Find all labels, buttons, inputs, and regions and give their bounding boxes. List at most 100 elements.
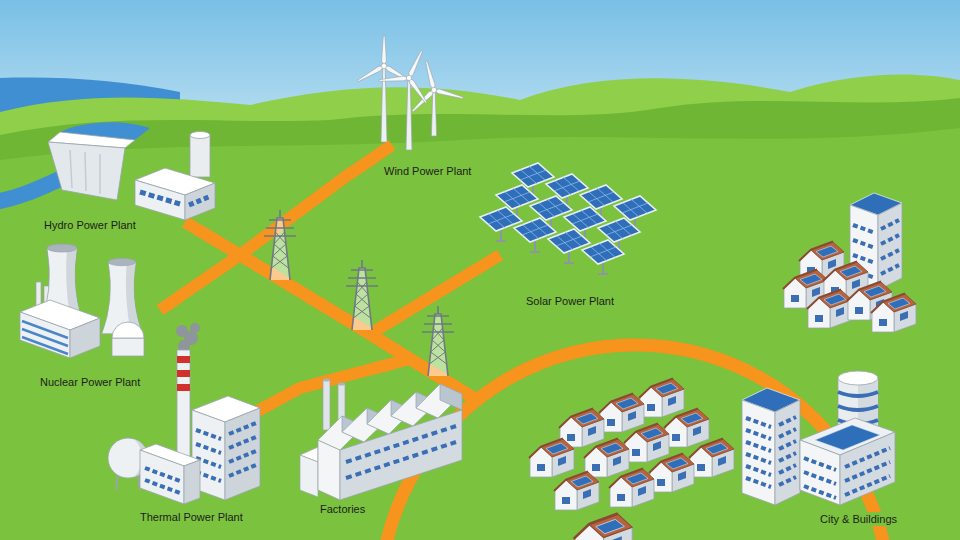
residential-buildings <box>878 203 902 290</box>
thermal-plant <box>229 423 256 476</box>
wind-turbines <box>431 90 436 136</box>
power-plant: Nuclear Power Plant <box>16 238 176 389</box>
city-buildings <box>746 418 771 487</box>
residential-buildings <box>881 220 899 274</box>
factory-buildings <box>416 384 462 418</box>
solar-panels <box>548 229 590 263</box>
city-buildings <box>800 440 840 505</box>
solar-panels <box>480 163 656 274</box>
thermal-plant <box>177 370 190 377</box>
pylons <box>422 306 454 376</box>
nuclear-plant <box>102 258 142 333</box>
power-plant: Hydro Power Plant <box>38 118 218 232</box>
power-line <box>176 255 738 400</box>
factory-buildings <box>440 384 462 410</box>
residential-buildings <box>783 193 916 332</box>
wind-turbines <box>377 39 446 105</box>
nuclear-plant <box>20 244 144 358</box>
city-buildings <box>779 417 796 485</box>
wind-turbines <box>406 78 412 150</box>
hydro-plant <box>190 132 210 139</box>
hydro-plant <box>48 142 125 200</box>
hydro-plant <box>48 122 215 220</box>
plant-label: Factories <box>318 502 367 516</box>
houses <box>689 439 734 478</box>
wind-turbines <box>357 36 465 150</box>
thermal-plant <box>184 460 200 504</box>
city-site: City & Buildings <box>738 362 930 526</box>
city-buildings <box>742 400 775 505</box>
residential-buildings <box>807 290 852 329</box>
factory-buildings <box>300 455 318 497</box>
factory-buildings <box>300 379 462 501</box>
ground <box>0 128 960 540</box>
power-line <box>240 172 738 400</box>
pylons <box>346 260 378 330</box>
solar-panels <box>480 207 522 241</box>
plant-label: Solar Power Plant <box>524 294 616 308</box>
hydro-plant <box>140 192 180 204</box>
power-plant: Thermal Power Plant <box>110 390 265 524</box>
far-hills <box>0 74 960 540</box>
plant-label: City & Buildings <box>818 512 899 526</box>
solar-panels <box>582 240 624 274</box>
power-line <box>468 345 738 407</box>
houses <box>639 379 684 418</box>
wind-turbines <box>400 54 465 114</box>
hydro-plant <box>190 135 210 177</box>
thermal-plant <box>225 408 260 500</box>
city-buildings <box>840 432 895 505</box>
hydro-plant <box>70 150 100 194</box>
hydro-plant <box>185 183 215 220</box>
power-plant: Wind Power Plant <box>352 36 479 178</box>
plant-label: Thermal Power Plant <box>138 510 245 524</box>
thermal-plant <box>108 323 260 504</box>
factory-buildings <box>318 440 340 500</box>
pylons <box>264 210 454 376</box>
plant-label: Wind Power Plant <box>382 164 473 178</box>
nuclear-plant <box>20 312 70 358</box>
houses <box>599 394 644 433</box>
city-buildings <box>845 448 890 495</box>
plant-label: Hydro Power Plant <box>42 218 138 232</box>
houses <box>529 439 574 478</box>
thermal-plant <box>177 384 190 391</box>
houses <box>649 454 694 493</box>
power-plant: Solar Power Plant <box>476 158 658 308</box>
houses <box>574 514 633 540</box>
city-buildings <box>838 371 878 385</box>
houses <box>554 472 599 511</box>
factory-site: Factories <box>298 392 468 516</box>
city-buildings <box>804 458 836 498</box>
residential-buildings <box>871 294 916 333</box>
houses <box>529 379 734 540</box>
wind-turbines <box>381 66 387 142</box>
nuclear-plant <box>22 321 68 354</box>
factory-buildings <box>323 380 330 430</box>
hydro-plant <box>189 196 211 205</box>
thermal-plant <box>190 323 200 333</box>
factory-buildings <box>338 383 345 386</box>
thermal-plant <box>176 325 188 337</box>
plant-label: Nuclear Power Plant <box>38 375 142 389</box>
houses <box>609 469 654 508</box>
factory-buildings <box>323 379 330 382</box>
thermal-plant <box>177 356 190 363</box>
houses <box>584 439 629 478</box>
thermal-plant <box>145 468 180 493</box>
hills <box>0 98 960 540</box>
nuclear-plant <box>70 318 100 358</box>
city-buildings <box>775 400 800 505</box>
solar-panels <box>514 218 556 252</box>
city-buildings <box>742 371 895 505</box>
pylons <box>264 210 296 280</box>
nuclear-plant <box>112 338 144 356</box>
thermal-plant <box>140 450 184 504</box>
houses <box>624 424 669 463</box>
power-line-group <box>176 172 738 407</box>
nuclear-plant <box>112 322 144 338</box>
hydro-plant <box>135 180 185 220</box>
power-line <box>370 270 738 400</box>
